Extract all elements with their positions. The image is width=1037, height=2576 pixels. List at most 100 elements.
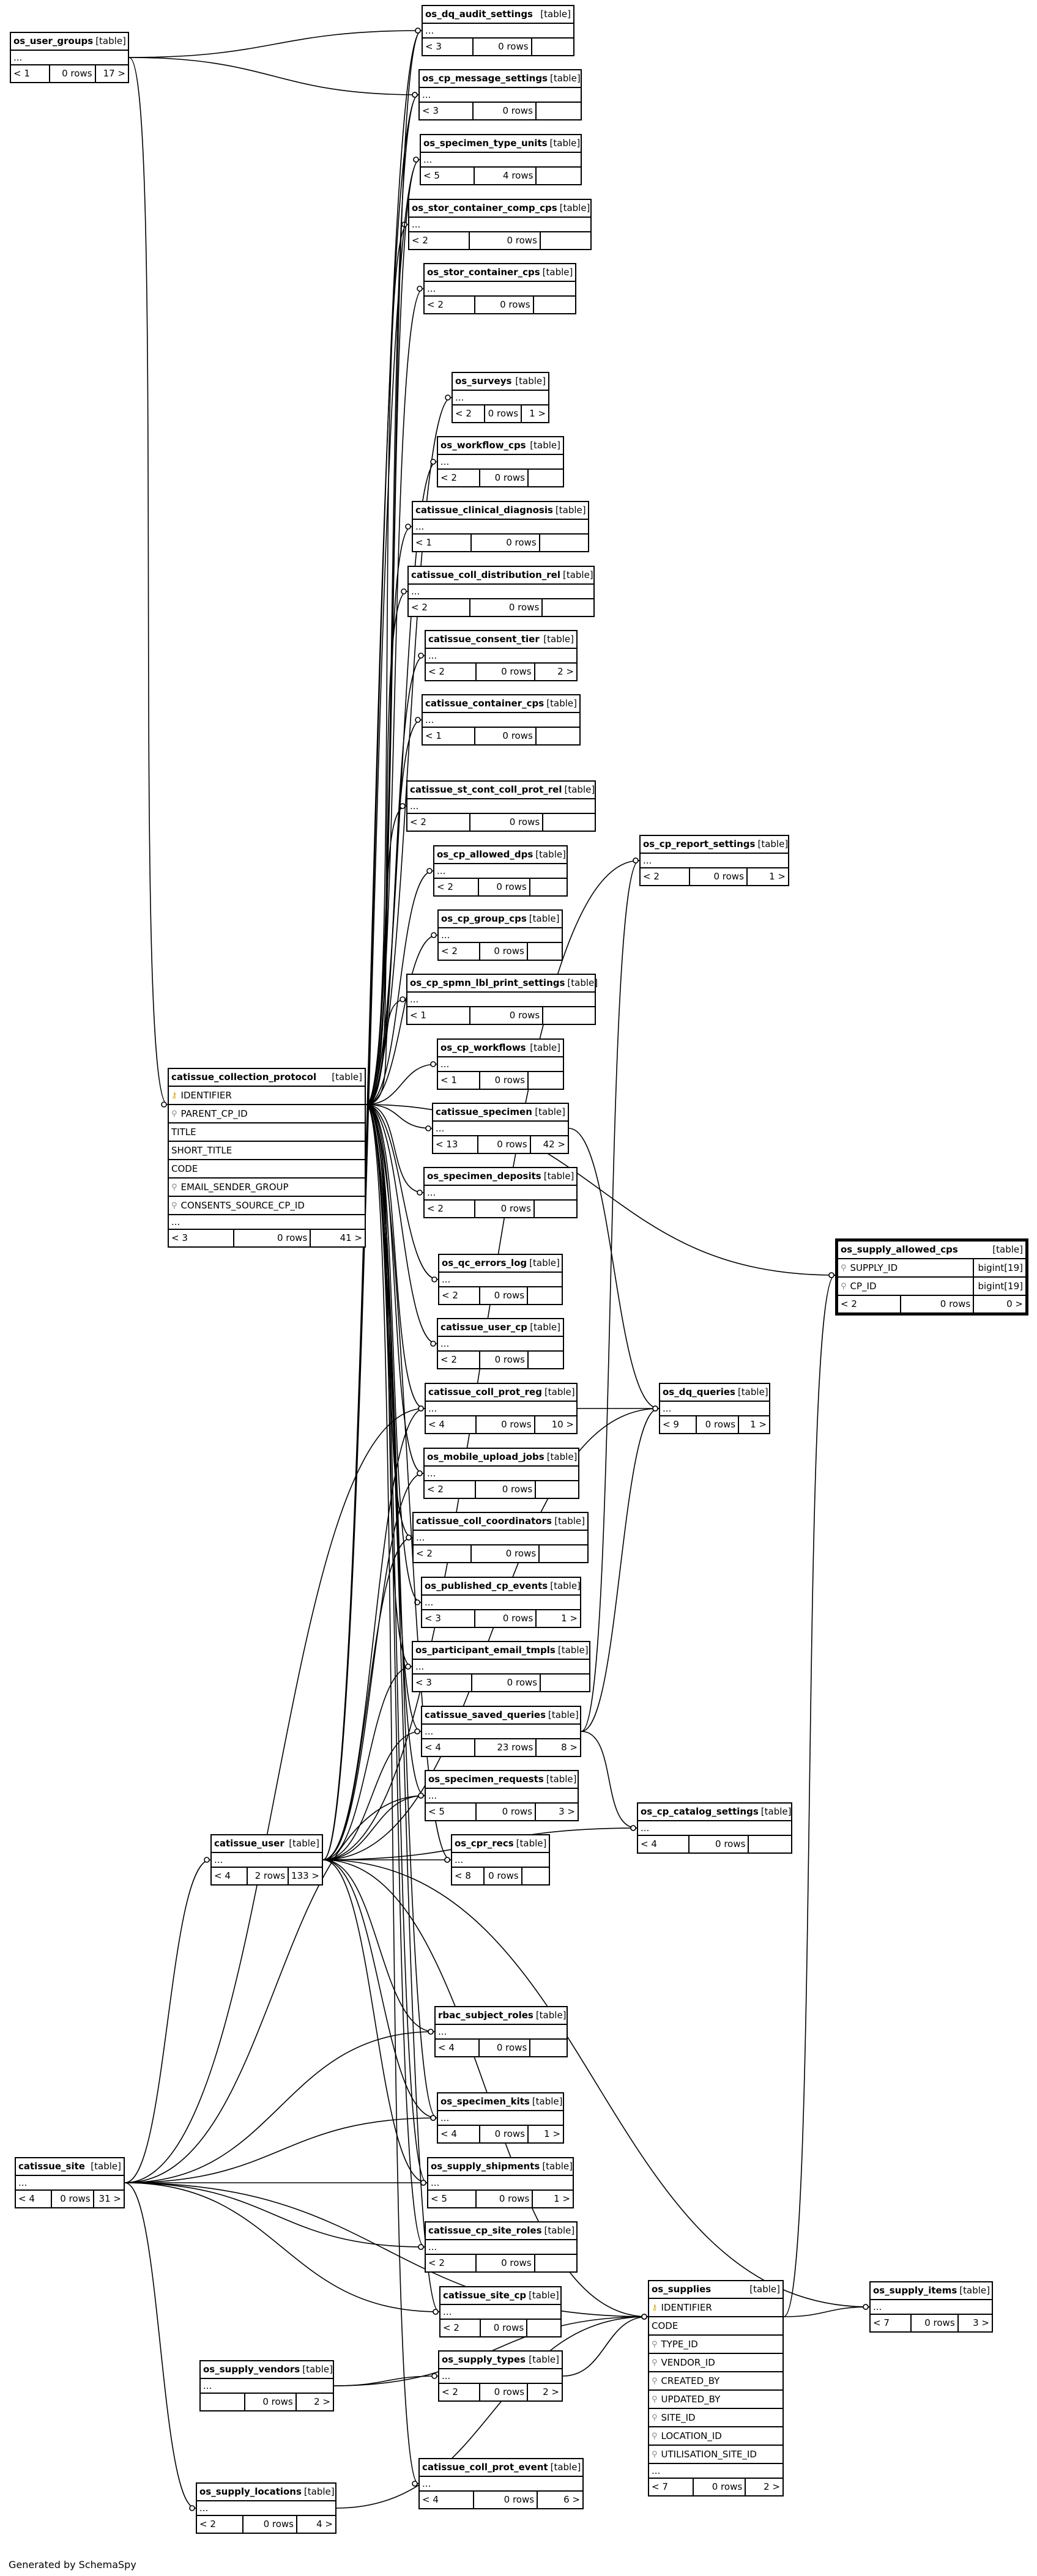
parents-link[interactable]: < 2 bbox=[425, 1481, 477, 1498]
parents-link[interactable]: < 2 bbox=[425, 1201, 476, 1217]
table-header[interactable]: os_published_cp_events[table] bbox=[422, 1578, 581, 1596]
children-link[interactable]: 2 > bbox=[314, 2396, 330, 2407]
table-name[interactable]: catissue_site_cp bbox=[443, 2290, 527, 2301]
children-link[interactable] bbox=[536, 1481, 578, 1498]
table-header[interactable]: catissue_container_cps[table] bbox=[423, 695, 579, 713]
parents-link[interactable]: < 2 bbox=[426, 2255, 477, 2271]
table-name[interactable]: os_specimen_kits bbox=[440, 2096, 530, 2107]
parents-link[interactable]: < 13 bbox=[433, 1136, 478, 1153]
children-link[interactable]: 1 > bbox=[544, 2128, 560, 2139]
table-name[interactable]: catissue_coll_coordinators bbox=[416, 1516, 552, 1527]
children-link[interactable]: 41 > bbox=[340, 1232, 362, 1243]
table-name[interactable]: os_mobile_upload_jobs bbox=[427, 1451, 545, 1462]
table-header[interactable]: os_cp_workflows[table] bbox=[438, 1040, 563, 1057]
table-name[interactable]: catissue_consent_tier bbox=[428, 634, 540, 645]
parents-link[interactable]: < 1 bbox=[423, 728, 475, 744]
parents-link[interactable]: < 2 bbox=[426, 664, 477, 680]
parents-link[interactable]: < 4 bbox=[638, 1836, 689, 1852]
table-name[interactable]: os_stor_container_comp_cps bbox=[412, 202, 557, 213]
table-header[interactable]: os_specimen_type_units[table] bbox=[421, 135, 581, 153]
children-link[interactable] bbox=[527, 2320, 560, 2336]
children-link[interactable] bbox=[528, 943, 562, 960]
parents-link[interactable]: < 3 bbox=[423, 39, 474, 55]
table-header[interactable]: os_cp_allowed_dps[table] bbox=[434, 846, 567, 864]
table-name[interactable]: catissue_user_cp bbox=[440, 1322, 527, 1333]
table-name[interactable]: catissue_clinical_diagnosis bbox=[415, 505, 553, 516]
table-header[interactable]: os_supply_types[table] bbox=[439, 2352, 562, 2369]
table-header[interactable]: catissue_user[table] bbox=[212, 1835, 322, 1853]
children-link[interactable] bbox=[522, 1868, 549, 1884]
table-header[interactable]: os_cp_catalog_settings[table] bbox=[638, 1804, 791, 1821]
table-header[interactable]: rbac_subject_roles[table] bbox=[436, 2007, 567, 2025]
column-row[interactable]: ⚲VENDOR_ID bbox=[649, 2354, 782, 2372]
column-row[interactable]: ⚷IDENTIFIER bbox=[649, 2299, 782, 2317]
table-header[interactable]: os_participant_email_tmpls[table] bbox=[413, 1642, 589, 1660]
parents-link[interactable]: < 2 bbox=[439, 1287, 481, 1304]
table-header[interactable]: catissue_consent_tier[table] bbox=[426, 631, 576, 649]
parents-link[interactable]: < 4 bbox=[212, 1868, 248, 1884]
table-catissue-st-cont-coll-prot-rel[interactable]: catissue_st_cont_coll_prot_rel[table]...… bbox=[406, 780, 596, 832]
table-catissue-collection-protocol[interactable]: catissue_collection_protocol[table]⚷IDEN… bbox=[168, 1068, 366, 1248]
children-link[interactable]: 3 > bbox=[973, 2317, 989, 2328]
children-link[interactable]: 3 > bbox=[559, 1806, 575, 1817]
children-link[interactable]: 2 > bbox=[557, 666, 574, 677]
children-link[interactable]: 17 > bbox=[103, 68, 125, 79]
table-name[interactable]: os_stor_container_cps bbox=[427, 267, 540, 278]
table-name[interactable]: os_published_cp_events bbox=[425, 1580, 548, 1591]
table-header[interactable]: os_supply_allowed_cps[table] bbox=[838, 1242, 1025, 1259]
children-link[interactable]: 31 > bbox=[98, 2193, 121, 2204]
table-header[interactable]: os_cp_group_cps[table] bbox=[439, 911, 562, 928]
table-header[interactable]: catissue_cp_site_roles[table] bbox=[426, 2223, 576, 2240]
table-header[interactable]: os_qc_errors_log[table] bbox=[439, 1255, 562, 1273]
table-header[interactable]: os_cp_report_settings[table] bbox=[641, 836, 788, 854]
parents-link[interactable]: < 4 bbox=[426, 1416, 477, 1433]
column-row[interactable]: TITLE bbox=[169, 1123, 365, 1142]
table-header[interactable]: catissue_coll_prot_event[table] bbox=[420, 2459, 582, 2477]
table-header[interactable]: os_supply_locations[table] bbox=[197, 2484, 335, 2501]
children-link[interactable] bbox=[537, 728, 579, 744]
children-link[interactable] bbox=[541, 232, 590, 249]
children-link[interactable] bbox=[749, 1836, 791, 1852]
table-name[interactable]: catissue_cp_site_roles bbox=[428, 2225, 542, 2236]
children-link[interactable] bbox=[529, 470, 563, 486]
table-header[interactable]: os_dq_queries[table] bbox=[660, 1384, 769, 1402]
parents-link[interactable]: < 7 bbox=[871, 2315, 912, 2331]
parents-link[interactable]: < 4 bbox=[16, 2191, 53, 2207]
table-header[interactable]: catissue_coll_distribution_rel[table] bbox=[409, 567, 593, 585]
table-catissue-coll-distribution-rel[interactable]: catissue_coll_distribution_rel[table]...… bbox=[407, 566, 595, 617]
table-header[interactable]: catissue_user_cp[table] bbox=[438, 1319, 563, 1337]
children-link[interactable] bbox=[535, 2255, 576, 2271]
table-name[interactable]: os_user_groups bbox=[13, 35, 94, 46]
parents-link[interactable]: < 5 bbox=[426, 1804, 477, 1820]
table-header[interactable]: os_user_groups[table] bbox=[11, 33, 128, 51]
children-link[interactable]: 2 > bbox=[764, 2481, 780, 2492]
table-name[interactable]: os_workflow_cps bbox=[440, 440, 526, 451]
table-header[interactable]: os_supplies[table] bbox=[649, 2281, 782, 2299]
column-row[interactable]: CODE bbox=[169, 1160, 365, 1179]
table-header[interactable]: os_surveys[table] bbox=[453, 373, 548, 391]
table-name[interactable]: catissue_container_cps bbox=[425, 698, 545, 709]
table-header[interactable]: os_mobile_upload_jobs[table] bbox=[425, 1449, 578, 1467]
table-name[interactable]: os_participant_email_tmpls bbox=[415, 1645, 556, 1656]
parents-link[interactable]: < 2 bbox=[641, 868, 690, 885]
children-link[interactable] bbox=[543, 1007, 595, 1024]
parents-link[interactable]: < 4 bbox=[438, 2126, 480, 2142]
children-link[interactable] bbox=[543, 599, 593, 616]
